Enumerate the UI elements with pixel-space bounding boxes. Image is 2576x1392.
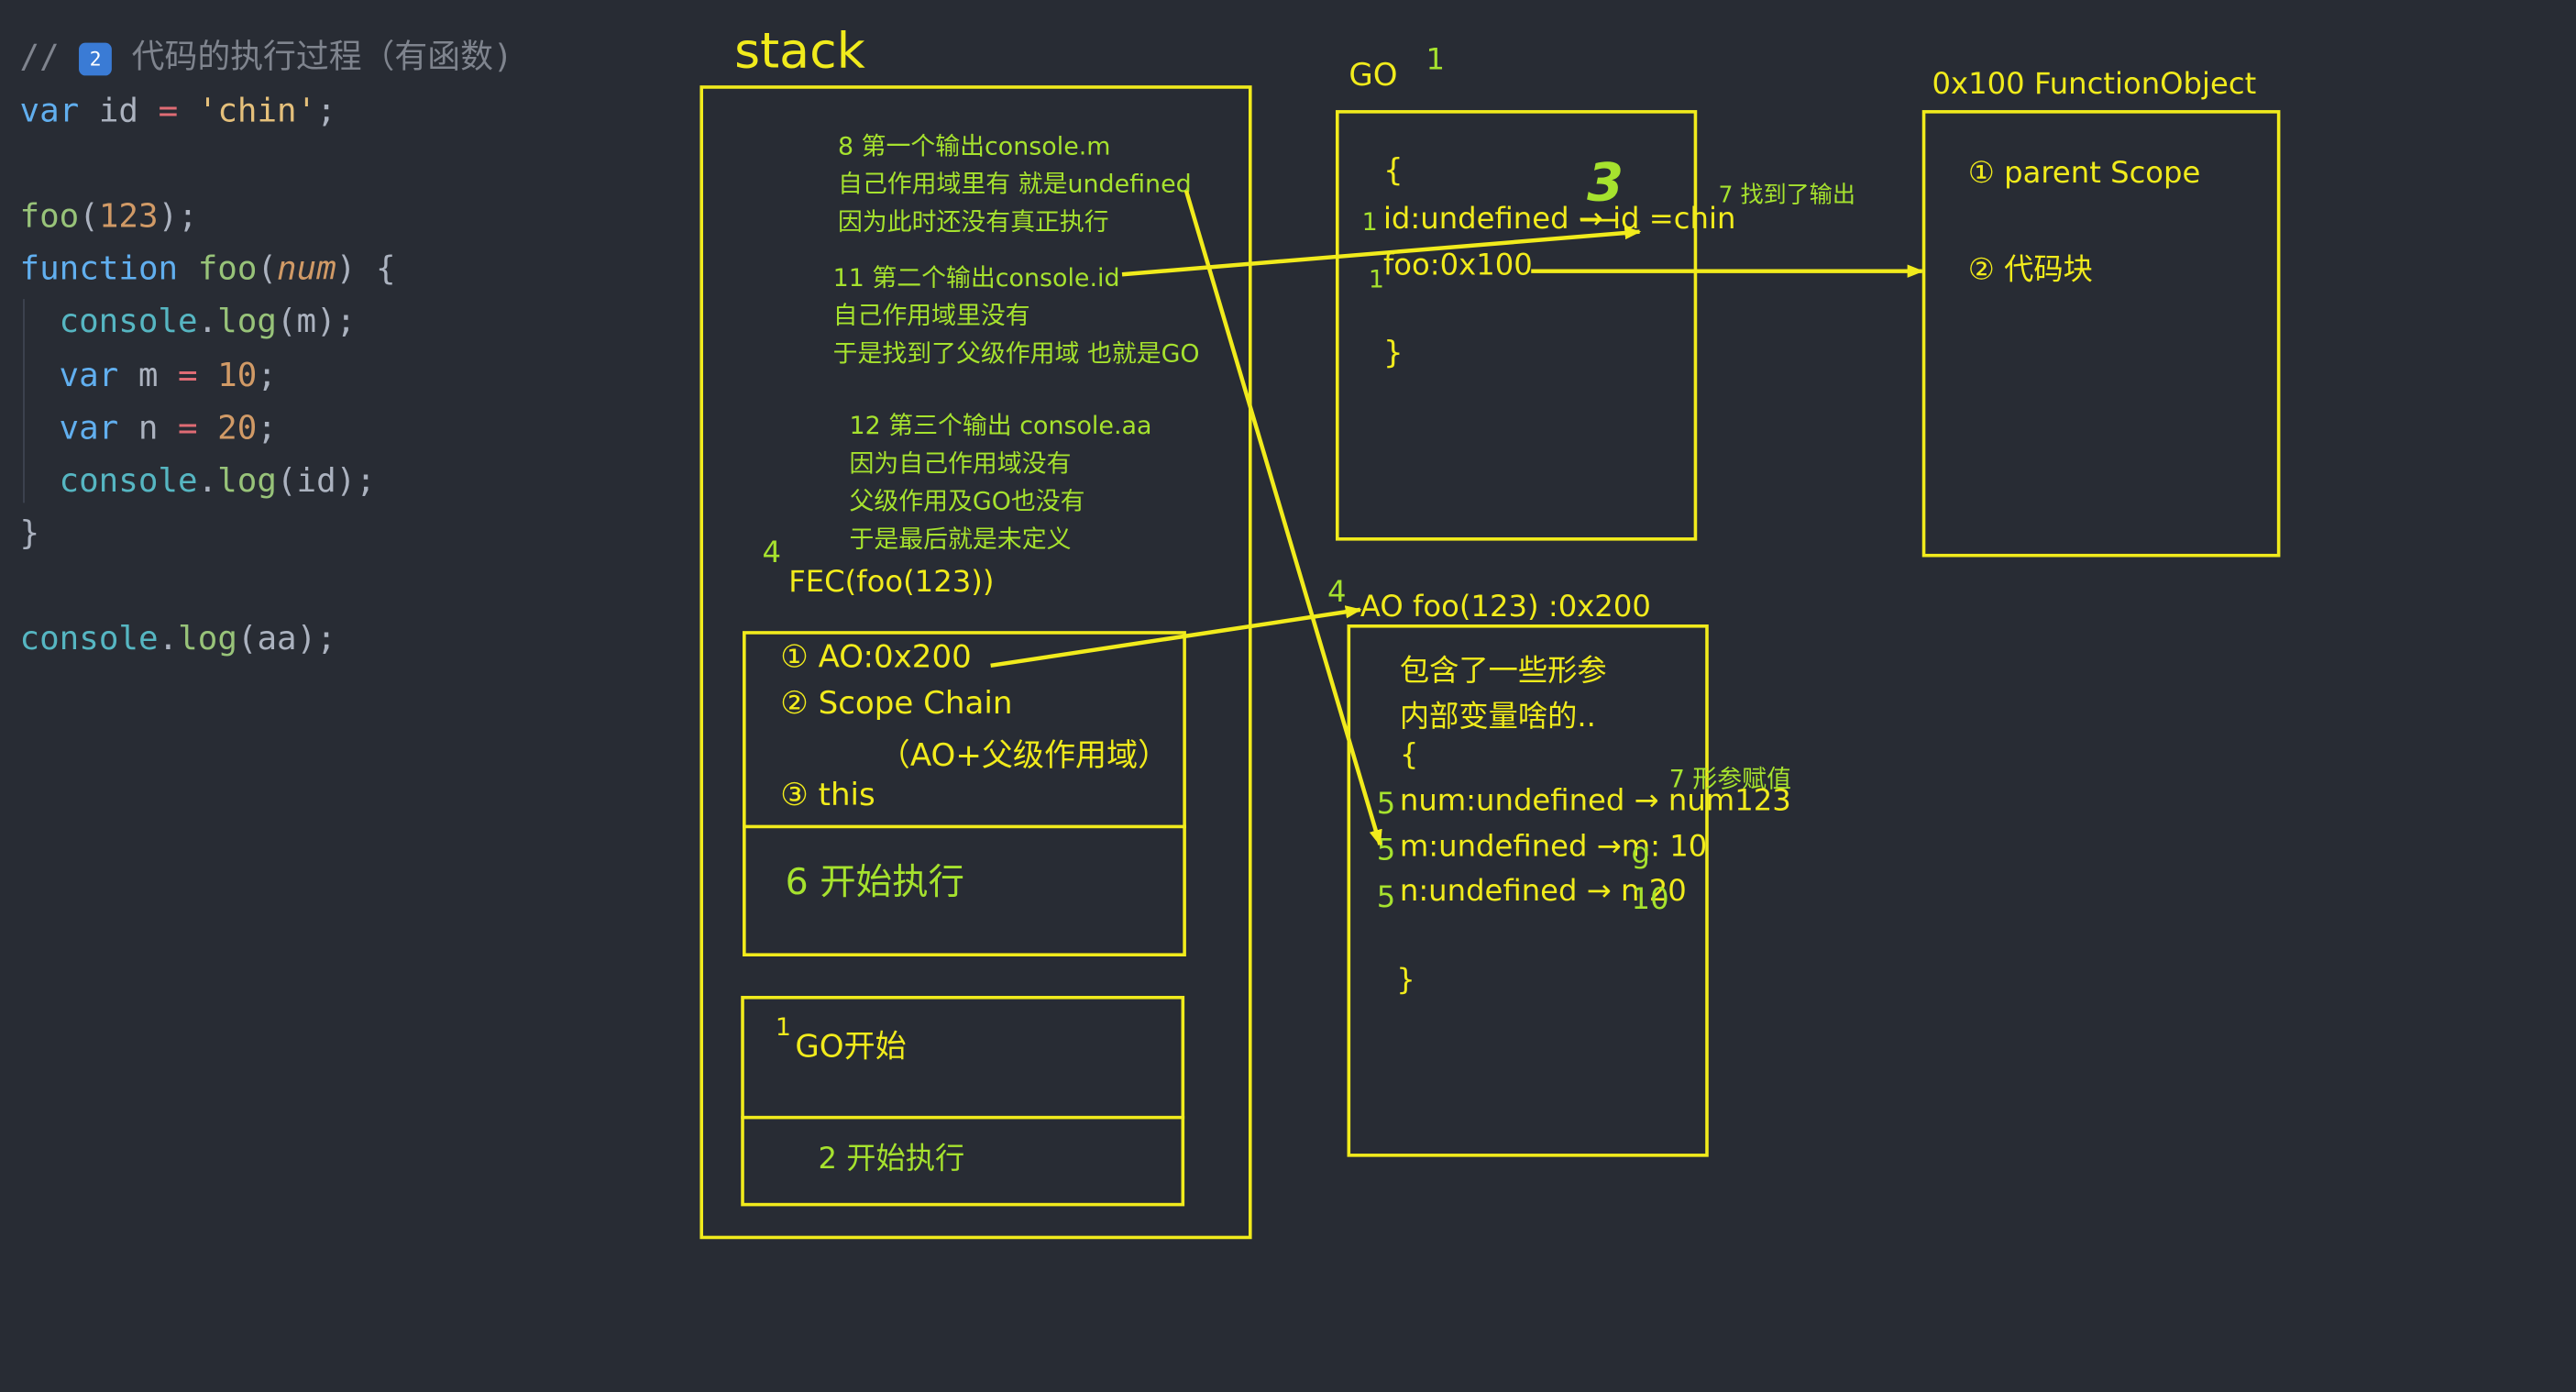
go-line2-step: 1 (1368, 264, 1384, 294)
ao-overlay-m: g (1631, 836, 1651, 871)
go-note-7: 7 找到了输出 (1718, 182, 1855, 209)
ao-brace-open: { (1399, 737, 1419, 773)
gec-step-number: 1 (775, 1011, 791, 1043)
code-line-4: foo(123); (19, 195, 198, 236)
ao-note-7: 7 形参赋值 (1668, 764, 1791, 794)
fec-label: FEC(foo(123)) (788, 565, 995, 601)
go-line-id: id:undefined → id =chin (1382, 202, 1736, 238)
fec-item-ao: ① AO:0x200 (780, 639, 972, 676)
fec-item-scope-chain: ② Scope Chain (780, 685, 1013, 722)
ao-row-m: m:undefined →m: 10 (1399, 830, 1708, 865)
ao-row-n: n:undefined → n 20 (1399, 874, 1687, 910)
code-line-10: } (19, 513, 40, 553)
code-line-12: console.log(aa); (19, 617, 336, 657)
fec-step-number: 4 (762, 536, 782, 570)
gec-box (741, 996, 1185, 1207)
ao-desc-2: 内部变量啥的.. (1399, 700, 1596, 735)
ao-row1-step: 5 (1376, 787, 1396, 823)
gec-label: GO开始 (795, 1028, 907, 1066)
code-line-2: var id = 'chin'; (19, 90, 336, 130)
gec-divider (741, 1115, 1185, 1120)
code-line-6: console.log(m); (59, 300, 357, 340)
code-line-5: function foo(num) { (19, 248, 396, 288)
go-title: GO (1349, 57, 1398, 94)
go-line-foo: foo:0x100 (1382, 248, 1533, 283)
ao-desc-1: 包含了一些形参 (1399, 654, 1607, 689)
code-line-1: // 2 代码的执行过程（有函数) (19, 36, 513, 76)
funcobj-box (1921, 110, 2281, 558)
ao-step-number: 4 (1327, 575, 1347, 610)
ao-row3-step: 5 (1376, 880, 1396, 916)
funcobj-parent-scope: ① parent Scope (1967, 156, 2201, 191)
go-brace-close: } (1382, 335, 1404, 372)
indent-guide (23, 299, 25, 503)
ao-box (1347, 624, 1709, 1157)
ao-overlay-n: 10 (1631, 882, 1669, 917)
code-line-7: var m = 10; (59, 355, 277, 395)
stack-title: stack (734, 23, 865, 81)
fec-divider (743, 824, 1186, 829)
ao-brace-close: } (1396, 963, 1415, 998)
go-line1-step: 1 (1361, 206, 1378, 238)
ao-title: AO foo(123) :0x200 (1360, 590, 1651, 624)
code-line-8: var n = 20; (59, 407, 277, 447)
funcobj-code-block: ② 代码块 (1967, 252, 2093, 288)
fec-item-this: ③ this (780, 777, 875, 814)
ao-row-num: num:undefined → num123 (1399, 783, 1791, 819)
fec-item-scope-chain-desc: （AO+父级作用域） (878, 737, 1170, 775)
go-step-number: 1 (1426, 42, 1446, 78)
go-scribble-step: 3 (1587, 150, 1624, 214)
gec-exec-label: 2 开始执行 (818, 1142, 965, 1177)
keycap-2-icon: 2 (79, 42, 113, 76)
fec-exec-label: 6 开始执行 (785, 862, 964, 904)
funcobj-title: 0x100 FunctionObject (1932, 67, 2257, 103)
ao-row2-step: 5 (1376, 833, 1396, 868)
code-line-9: console.log(id); (59, 459, 376, 500)
go-brace-open: { (1382, 152, 1404, 190)
